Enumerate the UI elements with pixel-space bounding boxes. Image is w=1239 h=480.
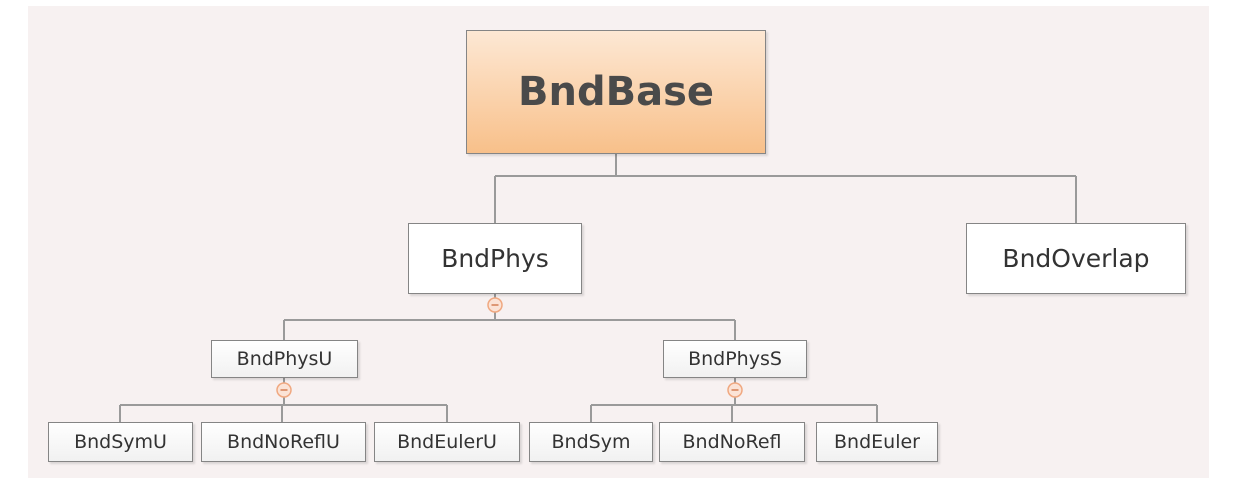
node-bndeuleru[interactable]: BndEulerU	[374, 422, 520, 462]
collapse-toggle-physS[interactable]	[727, 382, 743, 398]
node-bndnoreflu[interactable]: BndNoReflU	[201, 422, 366, 462]
node-bndphysu[interactable]: BndPhysU	[211, 340, 358, 378]
node-bndnorefl[interactable]: BndNoRefl	[659, 422, 805, 462]
connector-lines	[119, 154, 1077, 422]
node-bndbase[interactable]: BndBase	[466, 30, 766, 154]
node-bndsym[interactable]: BndSym	[529, 422, 653, 462]
node-bndphyss[interactable]: BndPhysS	[663, 340, 807, 378]
node-bndphys[interactable]: BndPhys	[408, 223, 582, 294]
diagram-canvas: BndBase BndPhys BndOverlap BndPhysU BndP…	[28, 6, 1209, 478]
collapse-toggle-phys[interactable]	[487, 297, 503, 313]
collapse-toggle-physU[interactable]	[276, 382, 292, 398]
node-bndoverlap[interactable]: BndOverlap	[966, 223, 1186, 294]
node-bndsymu[interactable]: BndSymU	[48, 422, 193, 462]
node-bndeuler[interactable]: BndEuler	[816, 422, 938, 462]
